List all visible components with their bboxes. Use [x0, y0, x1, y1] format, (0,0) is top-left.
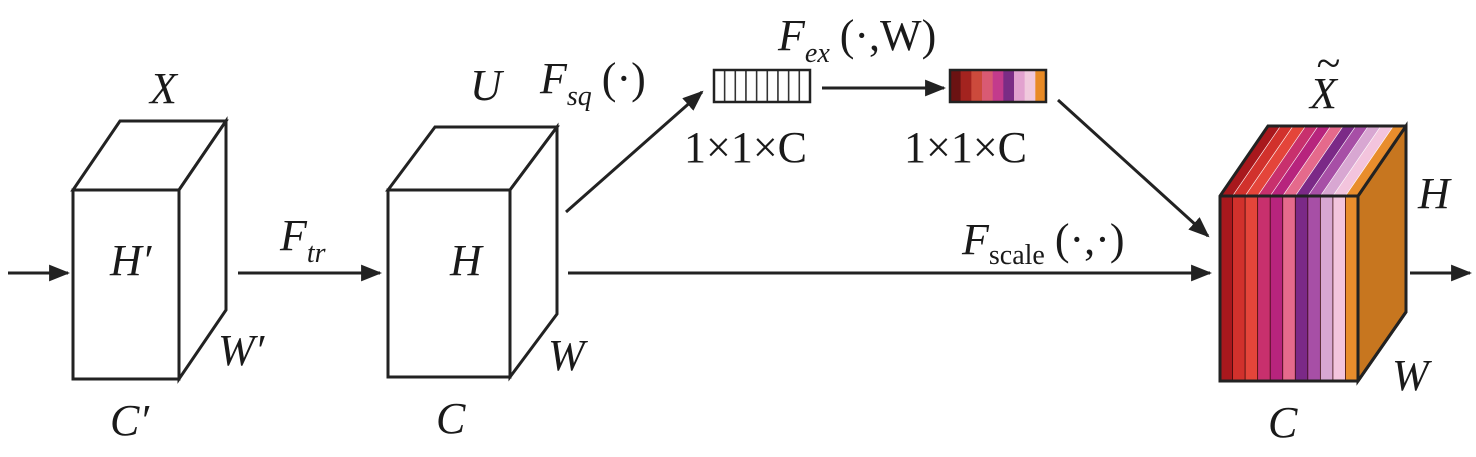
- excitation-label: Fex(·,W): [777, 11, 936, 69]
- excitation-cell: [950, 70, 961, 102]
- output-front-stripe: [1257, 195, 1271, 382]
- excitation-vector: [948, 68, 1048, 104]
- excitation-cell: [1035, 70, 1047, 102]
- squeeze-cell: [713, 69, 726, 103]
- input-height-label: H′: [109, 236, 153, 285]
- output-front-stripe: [1232, 195, 1246, 382]
- output-channels-label: C: [1268, 398, 1298, 447]
- excitation-dims-label: 1×1×C: [904, 123, 1027, 172]
- input-tensor-label: X: [148, 64, 179, 113]
- output-front-stripe: [1294, 195, 1309, 382]
- recalibrate-arrow: [1056, 98, 1210, 238]
- feature-tensor-block: [385, 122, 560, 382]
- squeeze-cell: [798, 69, 811, 103]
- scale-label: Fscale(·,·): [961, 215, 1124, 271]
- feature-tensor-front: [386, 188, 512, 379]
- output-front-stripe: [1282, 195, 1297, 382]
- input-width-label: W′: [218, 326, 266, 375]
- squeeze-cell: [734, 69, 747, 103]
- output-front-stripe: [1219, 195, 1234, 382]
- output-front-stripe: [1319, 195, 1334, 382]
- output-tensor-label: X: [1308, 69, 1339, 118]
- squeeze-cell: [787, 69, 801, 103]
- transform-label: Ftr: [279, 211, 326, 269]
- excitation-cell: [1003, 70, 1015, 102]
- feature-channels-label: C: [436, 394, 466, 443]
- output-height-label: H: [1417, 169, 1452, 218]
- output-tensor-outline: [1218, 124, 1408, 383]
- output-front-stripe: [1269, 195, 1284, 382]
- feature-height-label: H: [449, 236, 484, 285]
- output-front-stripe: [1332, 195, 1347, 382]
- output-front-stripe: [1307, 195, 1322, 382]
- squeeze-cell: [766, 69, 779, 103]
- feature-width-label: W: [548, 331, 588, 380]
- output-tensor-edge: [1356, 125, 1408, 197]
- squeeze-cell: [755, 69, 769, 103]
- output-front-stripe: [1345, 195, 1359, 382]
- output-front-stripe: [1244, 195, 1259, 382]
- excitation-cell: [982, 70, 993, 102]
- excitation-cell: [1014, 70, 1025, 102]
- output-width-label: W: [1392, 351, 1432, 400]
- excitation-cell: [992, 70, 1004, 102]
- squeeze-vector-border: [712, 68, 812, 104]
- output-tensor-front: [1219, 195, 1359, 382]
- squeeze-arrow: [565, 90, 704, 214]
- feature-tensor-label: U: [470, 61, 505, 110]
- excitation-cell: [971, 70, 983, 102]
- output-tensor-block: [1218, 121, 1408, 386]
- excitation-cell: [960, 70, 972, 102]
- input-channels-label: C′: [110, 396, 150, 445]
- squeeze-label: Fsq(·): [539, 54, 646, 112]
- output-tensor-tilde: ~: [1316, 39, 1340, 88]
- squeeze-cell: [777, 69, 790, 103]
- input-tensor-front: [71, 188, 181, 381]
- squeeze-cell: [745, 69, 758, 103]
- squeeze-vector: [712, 68, 812, 104]
- squeeze-dims-label: 1×1×C: [684, 123, 807, 172]
- squeeze-cell: [723, 69, 737, 103]
- excitation-cell: [1024, 70, 1036, 102]
- excitation-vector-border: [948, 68, 1048, 104]
- input-tensor-block: [70, 116, 229, 384]
